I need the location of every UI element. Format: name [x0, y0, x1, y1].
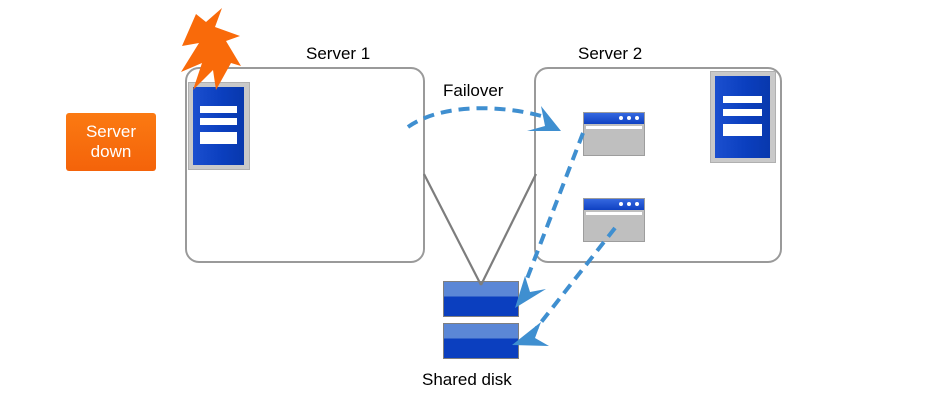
server1-tower-icon: [188, 82, 250, 170]
failover-label: Failover: [443, 81, 504, 100]
shared-disk-icon: [443, 281, 519, 361]
shared-disk-label: Shared disk: [422, 370, 512, 389]
server2-tower-icon: [710, 71, 776, 163]
server2-title: Server 2: [578, 44, 643, 63]
failover-arrow: [406, 106, 546, 129]
application-a-icon: [583, 112, 645, 156]
disk-connector-lines: [423, 173, 537, 286]
callout-line-2: down: [90, 142, 132, 161]
server1-title: Server 1: [306, 44, 371, 63]
server-down-callout: Server down: [66, 113, 156, 171]
callout-line-1: Server: [85, 122, 137, 141]
app-a-arrowhead: [515, 276, 546, 308]
application-b-icon: [583, 198, 645, 242]
